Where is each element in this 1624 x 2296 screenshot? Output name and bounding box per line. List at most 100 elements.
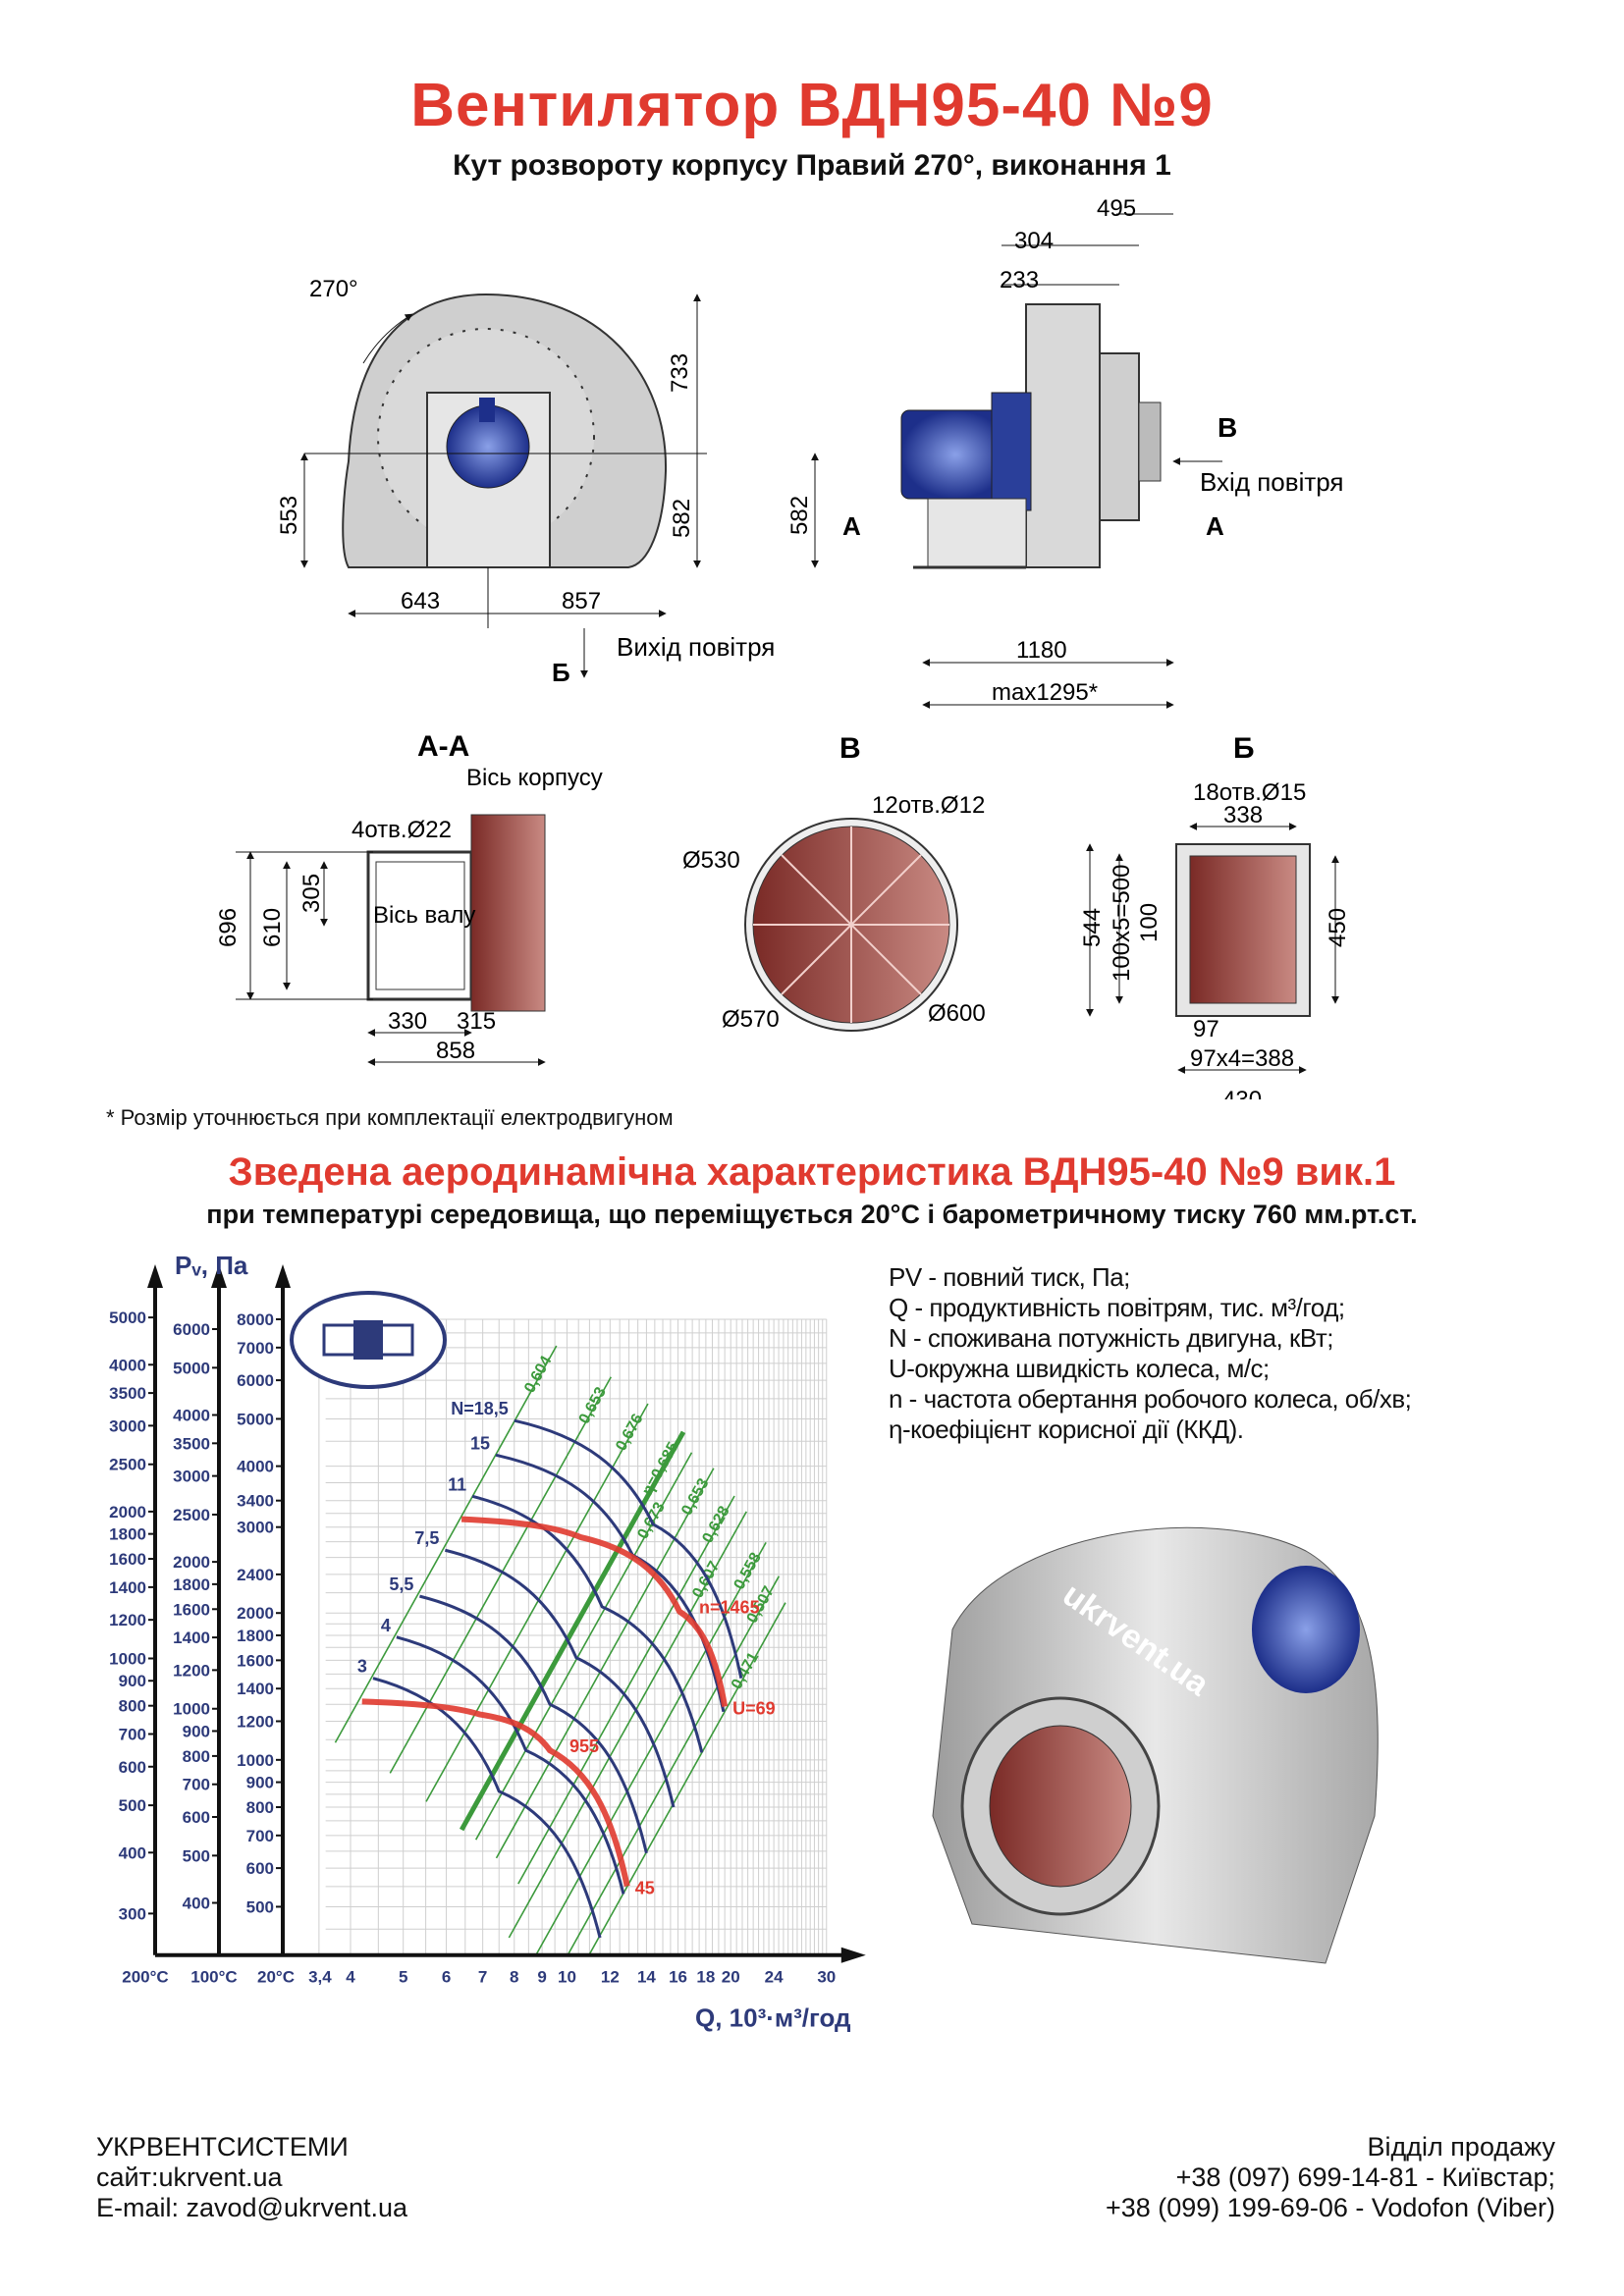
y-tick-label: 1000 (173, 1700, 210, 1719)
power-curve-label: 4 (381, 1616, 391, 1635)
sales-phone-1[interactable]: +38 (097) 699-14-81 - Київстар; (1175, 2163, 1555, 2192)
y-tick-label: 1600 (109, 1550, 146, 1569)
section-bb-drawing: Б 18отв.Ø15 338 544 100x5=500 100 450 97… (1079, 732, 1351, 1099)
dim-100: 100 (1136, 903, 1163, 942)
power-curve-label: 7,5 (414, 1528, 439, 1548)
speed-curve-label: 955 (569, 1736, 599, 1756)
y-axis-arrow (211, 1264, 227, 1288)
y-tick-label: 3400 (237, 1492, 274, 1511)
dim-553: 553 (276, 496, 302, 535)
dim-max1295: max1295* (992, 679, 1098, 706)
temperature-axis-label: 20°С (257, 1968, 295, 1987)
dim-610: 610 (259, 908, 286, 947)
dim-233: 233 (1000, 267, 1039, 294)
power-curve-label: 3 (357, 1657, 367, 1677)
temperature-axis-label: 200°С (122, 1968, 168, 1987)
x-tick-label: 10 (558, 1968, 576, 1987)
section-b-title: В (839, 732, 861, 765)
page-title: Вентилятор ВДН95-40 №9 (410, 72, 1214, 139)
power-curve-label: 11 (448, 1474, 466, 1494)
dim-d570: Ø570 (722, 1006, 780, 1033)
dim-304: 304 (1014, 228, 1054, 254)
y-tick-label: 2500 (173, 1506, 210, 1524)
speed-curve-end-label: U=69 (732, 1699, 776, 1719)
y-tick-label: 2500 (109, 1456, 146, 1474)
section-aa-title: А-А (417, 730, 469, 763)
efficiency-label: η=0,685 (639, 1439, 682, 1498)
legend-item: PV - повний тиск, Па; (889, 1262, 1130, 1292)
technical-drawings: 270° 733 553 582 643 857 Б Вихід повітря… (215, 195, 1351, 1099)
temperature-axis-label: 100°С (190, 1968, 237, 1987)
dim-97x4: 97x4=388 (1190, 1045, 1294, 1072)
bb-holes-label: 18отв.Ø15 (1193, 779, 1306, 806)
y-tick-label: 1400 (173, 1629, 210, 1647)
dim-330: 330 (388, 1008, 427, 1035)
efficiency-label: 0,676 (613, 1412, 646, 1454)
power-curve (396, 1635, 625, 1895)
lab-stamp (290, 1291, 447, 1389)
section-bb-title: Б (1233, 732, 1255, 765)
x-tick-label: 20 (722, 1968, 740, 1987)
y-tick-label: 1200 (237, 1712, 274, 1731)
y-tick-label: 5000 (173, 1359, 210, 1377)
sales-phone-2[interactable]: +38 (099) 199-69-06 - Vodofon (Viber) (1105, 2193, 1555, 2222)
efficiency-line (425, 1403, 649, 1802)
y-tick-label: 600 (183, 1808, 210, 1827)
dim-696: 696 (215, 908, 242, 947)
y-tick-label: 1400 (237, 1680, 274, 1698)
x-tick-label: 9 (537, 1968, 546, 1987)
y-tick-label: 3500 (173, 1434, 210, 1453)
y-tick-label: 300 (119, 1904, 146, 1923)
y-tick-label: 1600 (237, 1651, 274, 1670)
y-tick-label: 1200 (173, 1661, 210, 1680)
efficiency-label: 0,558 (731, 1550, 764, 1592)
y-tick-label: 5000 (237, 1410, 274, 1428)
dim-430: 430 (1222, 1087, 1262, 1099)
efficiency-line (495, 1468, 715, 1859)
section-mark-a-right: А (1206, 511, 1224, 541)
aa-holes-label: 4отв.Ø22 (352, 817, 452, 843)
rotation-angle-label: 270° (309, 276, 358, 302)
y-tick-label: 1600 (173, 1600, 210, 1619)
aerodynamic-chart: 0,6040,6530,676η=0,6850,6730,6530,6280,6… (109, 1251, 866, 2033)
section-b-drawing: В 12отв.Ø12 Ø530 Ø570 Ø600 (682, 732, 986, 1033)
efficiency-line (508, 1511, 747, 1939)
x-tick-label: 4 (346, 1968, 355, 1987)
y-axis-arrow (275, 1264, 291, 1288)
y-tick-label: 7000 (237, 1339, 274, 1358)
efficiency-line (389, 1376, 612, 1774)
speed-curve-label: n=1465 (699, 1598, 760, 1618)
dim-305: 305 (298, 874, 325, 913)
chart-grid (318, 1318, 828, 1955)
footer-sales: Відділ продажу +38 (097) 699-14-81 - Киї… (1106, 2132, 1555, 2223)
dim-d530: Ø530 (682, 847, 740, 874)
footer-company: УКРВЕНТСИСТЕМИ сайт:ukrvent.ua E-mail: z… (96, 2132, 407, 2223)
y-tick-label: 4000 (173, 1407, 210, 1425)
efficiency-line (459, 1430, 686, 1832)
legend-item: U-окружна швидкість колеса, м/с; (889, 1354, 1270, 1383)
company-site[interactable]: сайт:ukrvent.ua (96, 2163, 283, 2192)
y-tick-label: 1400 (109, 1578, 146, 1597)
dim-582: 582 (669, 499, 695, 538)
x-tick-label: 18 (696, 1968, 715, 1987)
y-tick-label: 900 (246, 1774, 274, 1792)
y-tick-label: 1800 (237, 1627, 274, 1645)
sales-heading: Відділ продажу (1367, 2132, 1555, 2162)
dim-582-side: 582 (786, 496, 813, 535)
efficiency-label: 0,653 (576, 1384, 610, 1426)
dim-450: 450 (1325, 908, 1351, 947)
dim-858: 858 (436, 1038, 475, 1064)
y-tick-label: 400 (119, 1843, 146, 1862)
dim-733: 733 (667, 353, 693, 393)
footnote: * Розмір уточнюється при комплектації ел… (106, 1105, 674, 1130)
efficiency-label: 0,471 (729, 1649, 762, 1691)
speed-curve (460, 1516, 729, 1708)
y-tick-label: 3000 (173, 1468, 210, 1486)
page-subtitle: Кут розвороту корпусу Правий 270°, викон… (453, 149, 1171, 182)
x-tick-label: 16 (669, 1968, 687, 1987)
section-aa-drawing: А-А Вісь корпусу 4отв.Ø22 696 610 305 Ві… (215, 730, 603, 1066)
company-email[interactable]: E-mail: zavod@ukrvent.ua (96, 2193, 408, 2222)
x-tick-label: 14 (637, 1968, 656, 1987)
